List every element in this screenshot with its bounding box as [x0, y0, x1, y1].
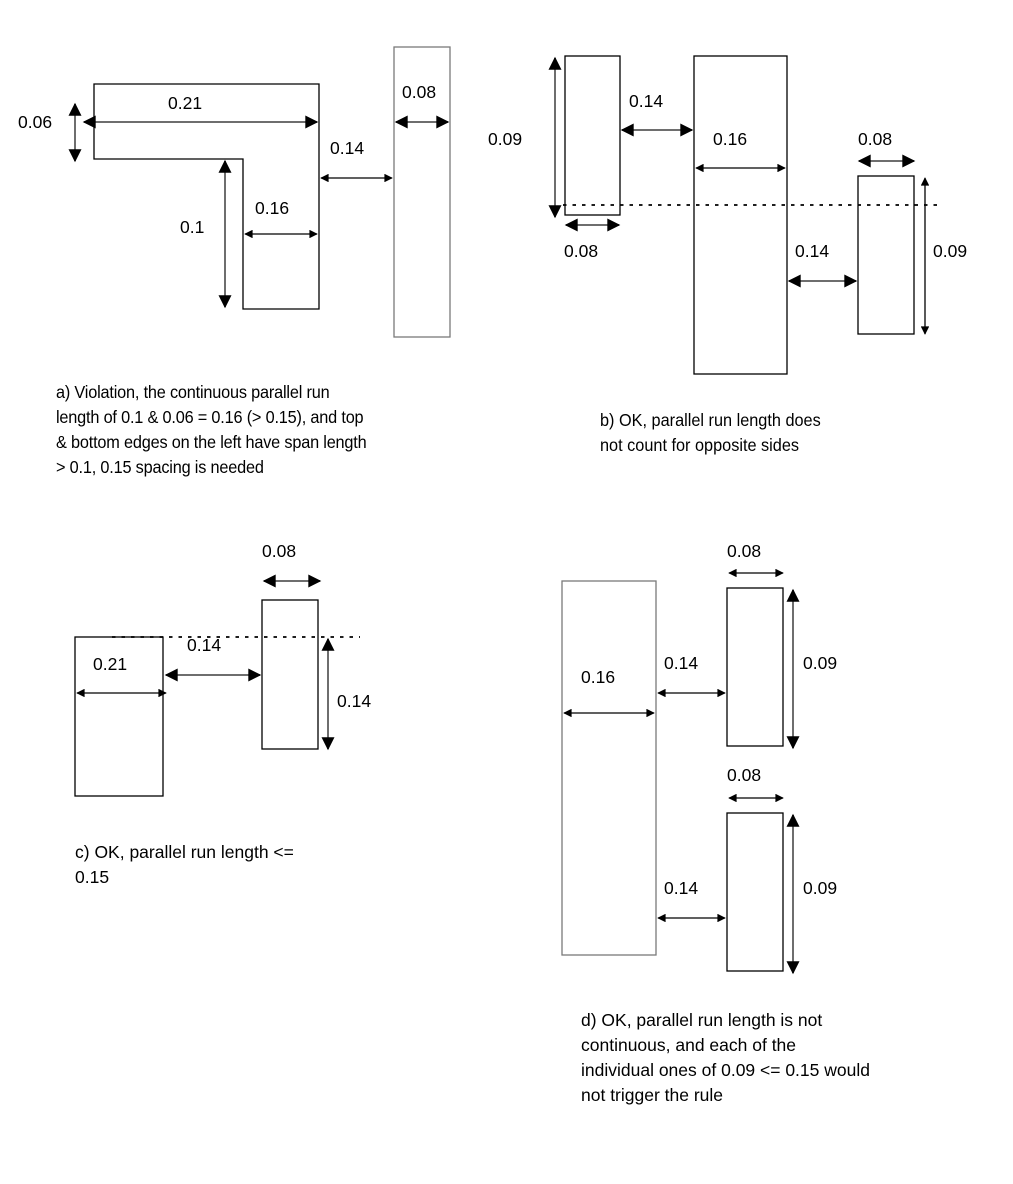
caption-a: a) Violation, the continuous parallel ru… — [56, 380, 367, 480]
bottom-right-rectangle — [726, 812, 784, 972]
panel-b: 0.09 0.14 0.08 0.16 0.08 0.14 0.09 — [488, 55, 967, 375]
left-rectangle — [564, 55, 621, 216]
label-width-top-008: 0.08 — [727, 541, 761, 561]
label-height-01: 0.1 — [180, 217, 204, 237]
caption-a-line: a) Violation, the continuous parallel ru… — [56, 382, 330, 402]
label-spacing-bottom-014: 0.14 — [795, 241, 829, 261]
right-rectangle — [857, 175, 915, 335]
caption-a-line: > 0.1, 0.15 spacing is needed — [56, 457, 264, 477]
panel-a: 0.21 0.06 0.1 0.16 0.14 0.08 — [18, 46, 451, 338]
label-width-016: 0.16 — [255, 198, 289, 218]
label-spacing-014: 0.14 — [187, 635, 221, 655]
caption-b-line: not count for opposite sides — [600, 435, 800, 455]
caption-d-line: individual ones of 0.09 <= 0.15 would — [581, 1060, 870, 1080]
caption-c-line: c) OK, parallel run length <= — [75, 842, 294, 862]
caption-a-line: length of 0.1 & 0.06 = 0.16 (> 0.15), an… — [56, 407, 364, 427]
caption-b-line: b) OK, parallel run length does — [600, 410, 821, 430]
caption-b: b) OK, parallel run length does not coun… — [600, 408, 821, 458]
label-height-014: 0.14 — [337, 691, 371, 711]
caption-a-line: & bottom edges on the left have span len… — [56, 432, 367, 452]
center-rectangle — [693, 55, 788, 375]
panel-c: 0.08 0.21 0.14 0.14 — [74, 541, 371, 797]
right-rectangle — [261, 599, 319, 750]
panel-d: 0.08 0.16 0.14 0.09 0.08 0.14 0.09 — [561, 541, 837, 975]
right-rectangle — [393, 46, 451, 338]
label-height-left-009: 0.09 — [488, 129, 522, 149]
caption-d-line: continuous, and each of the — [581, 1035, 797, 1055]
caption-c-line: 0.15 — [75, 867, 110, 887]
label-width-right-008: 0.08 — [858, 129, 892, 149]
label-spacing-bottom-014: 0.14 — [664, 878, 698, 898]
left-rectangle — [74, 636, 164, 797]
label-width-bottom-008: 0.08 — [727, 765, 761, 785]
label-width-008: 0.08 — [402, 82, 436, 102]
label-spacing-014: 0.14 — [330, 138, 364, 158]
caption-c: c) OK, parallel run length <= 0.15 — [75, 840, 294, 890]
label-height-006: 0.06 — [18, 112, 52, 132]
label-spacing-top-014: 0.14 — [629, 91, 663, 111]
label-width-016: 0.16 — [581, 667, 615, 687]
label-height-top-009: 0.09 — [803, 653, 837, 673]
caption-d-line: d) OK, parallel run length is not — [581, 1010, 823, 1030]
left-rectangle — [561, 580, 657, 956]
label-height-bottom-009: 0.09 — [803, 878, 837, 898]
top-right-rectangle — [726, 587, 784, 747]
label-height-right-009: 0.09 — [933, 241, 967, 261]
l-shaped-polygon — [93, 83, 320, 310]
label-width-center-016: 0.16 — [713, 129, 747, 149]
label-width-021: 0.21 — [168, 93, 202, 113]
label-spacing-top-014: 0.14 — [664, 653, 698, 673]
caption-d: d) OK, parallel run length is not contin… — [581, 1008, 870, 1108]
label-width-left-008: 0.08 — [564, 241, 598, 261]
label-width-008: 0.08 — [262, 541, 296, 561]
caption-d-line: not trigger the rule — [581, 1085, 724, 1105]
label-width-021: 0.21 — [93, 654, 127, 674]
